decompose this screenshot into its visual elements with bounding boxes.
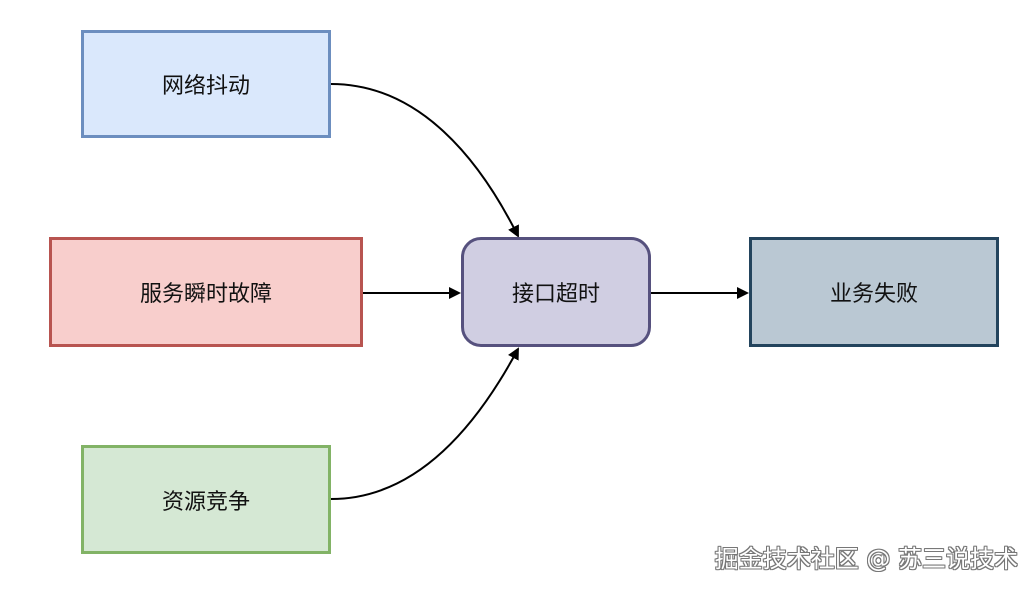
node-interface-timeout-label: 接口超时	[511, 282, 600, 307]
node-service-failure-label: 服务瞬时故障	[139, 282, 272, 307]
node-interface-timeout: 接口超时	[461, 237, 651, 347]
edge-network-to-timeout	[330, 83, 519, 238]
node-resource-contention: 资源竞争	[81, 445, 331, 554]
node-service-failure: 服务瞬时故障	[49, 237, 363, 347]
node-resource-contention-label: 资源竞争	[161, 489, 250, 515]
watermark: 掘金技术社区 @ 苏三说技术	[714, 545, 1018, 573]
node-business-failure-label: 业务失败	[829, 282, 918, 307]
node-network-jitter: 网络抖动	[81, 30, 331, 138]
node-network-jitter-label: 网络抖动	[161, 74, 250, 99]
edge-resource-to-timeout	[330, 347, 519, 500]
node-business-failure: 业务失败	[749, 237, 999, 347]
